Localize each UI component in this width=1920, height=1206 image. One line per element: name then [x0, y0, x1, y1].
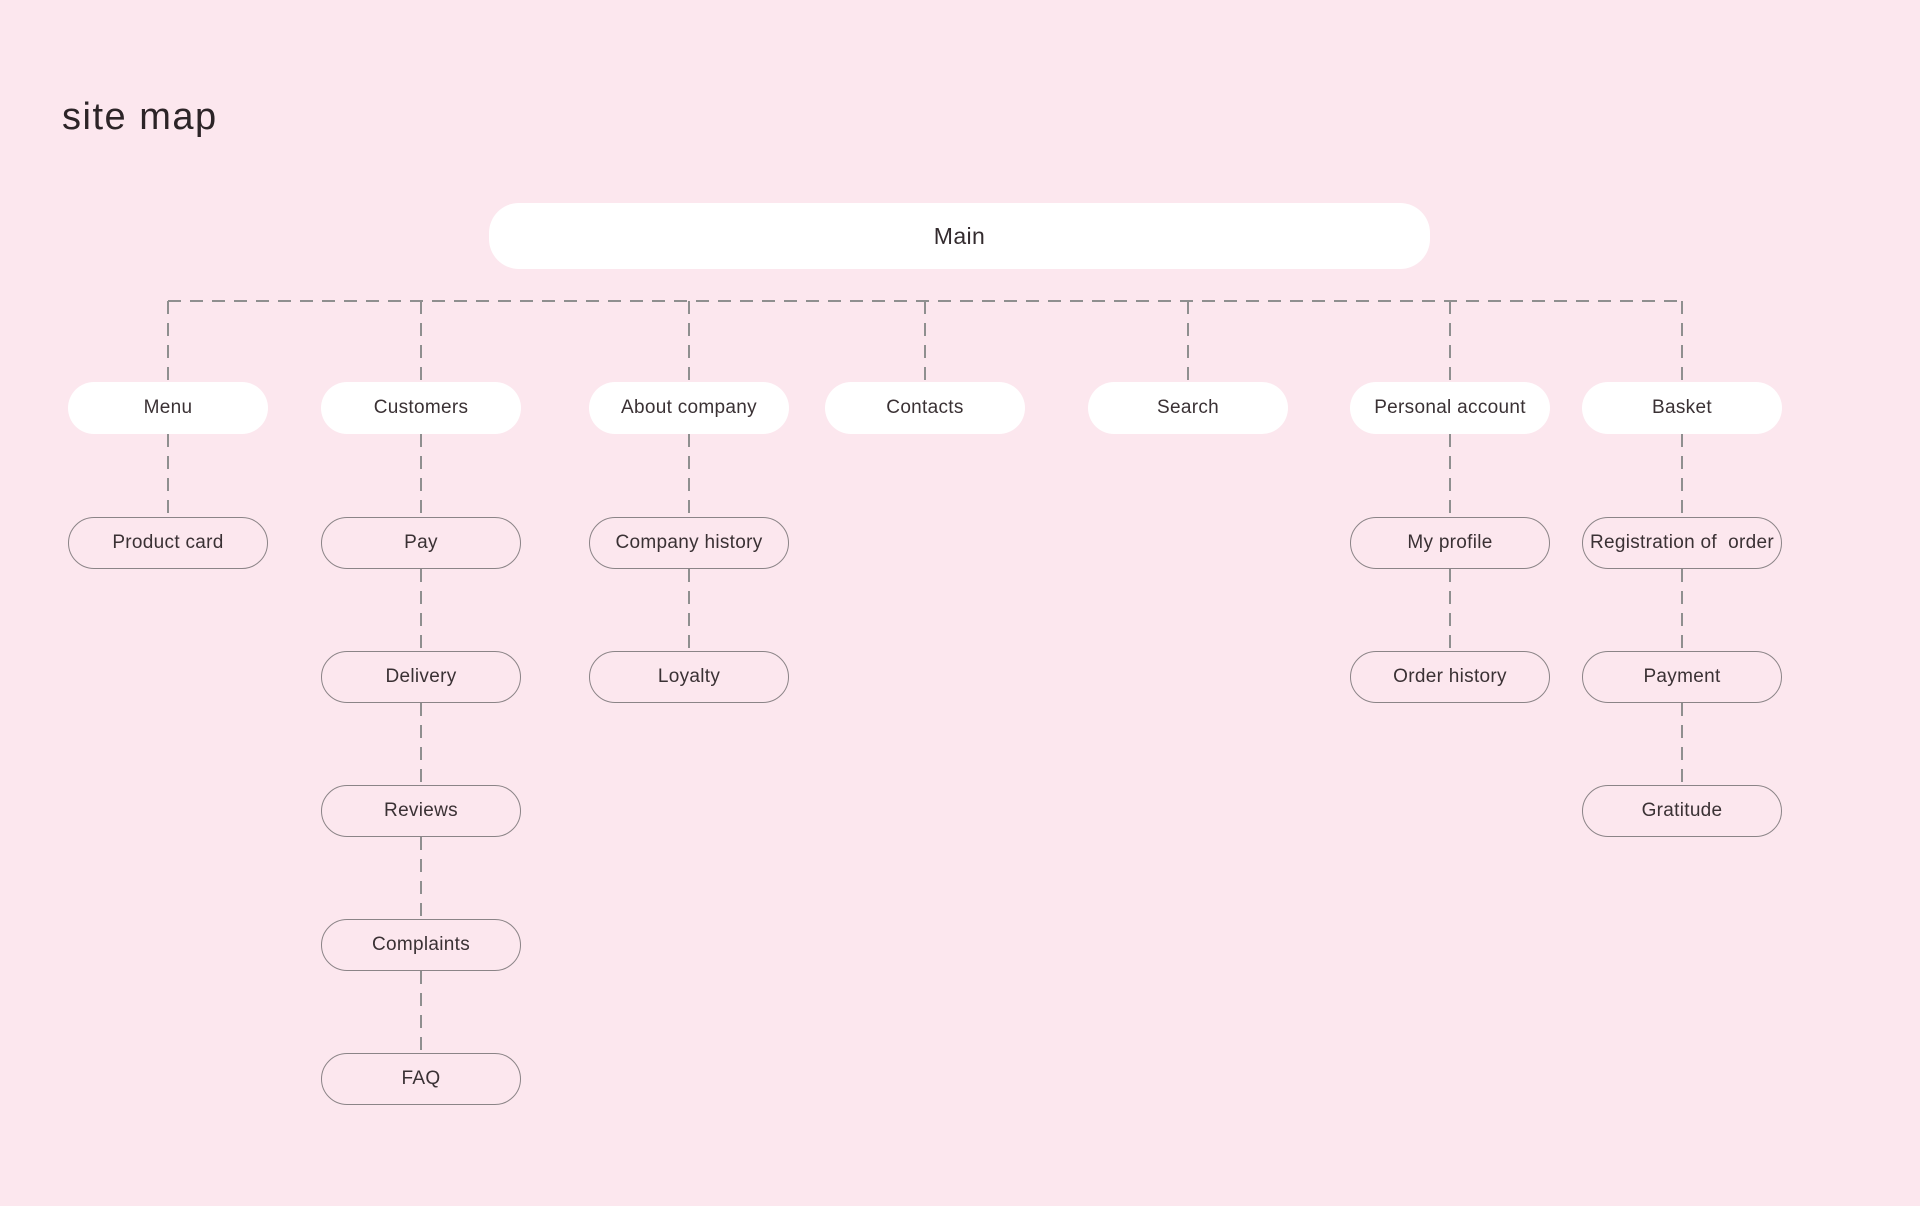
node-menu[interactable]: Menu: [68, 382, 268, 434]
node-loyalty[interactable]: Loyalty: [589, 651, 789, 703]
node-complaints[interactable]: Complaints: [321, 919, 521, 971]
node-about-company[interactable]: About company: [589, 382, 789, 434]
node-label: Search: [1156, 397, 1219, 418]
node-customers[interactable]: Customers: [321, 382, 521, 434]
node-label: Order history: [1393, 666, 1507, 687]
node-label: Complaints: [371, 934, 471, 955]
node-label: Customers: [373, 397, 469, 418]
node-my-profile[interactable]: My profile: [1350, 517, 1550, 569]
page-title: site map: [62, 96, 218, 138]
node-contacts[interactable]: Contacts: [825, 382, 1025, 434]
node-delivery[interactable]: Delivery: [321, 651, 521, 703]
node-label: FAQ: [401, 1068, 441, 1089]
node-payment[interactable]: Payment: [1582, 651, 1782, 703]
node-label: Basket: [1652, 397, 1712, 418]
node-label: About company: [621, 397, 757, 418]
node-basket[interactable]: Basket: [1582, 382, 1782, 434]
node-registration-of-order[interactable]: Registration of order: [1582, 517, 1782, 569]
node-label: Personal account: [1374, 397, 1526, 418]
node-product-card[interactable]: Product card: [68, 517, 268, 569]
node-company-history[interactable]: Company history: [589, 517, 789, 569]
node-label: Reviews: [384, 800, 458, 821]
node-label: Gratitude: [1641, 800, 1723, 821]
node-order-history[interactable]: Order history: [1350, 651, 1550, 703]
node-gratitude[interactable]: Gratitude: [1582, 785, 1782, 837]
node-label: Product card: [112, 532, 224, 553]
node-personal-account[interactable]: Personal account: [1350, 382, 1550, 434]
node-label: Company history: [615, 532, 763, 553]
node-label: Menu: [143, 397, 193, 418]
node-pay[interactable]: Pay: [321, 517, 521, 569]
node-label: Registration of order: [1589, 532, 1775, 553]
node-label: Pay: [404, 532, 438, 553]
node-label: Loyalty: [657, 666, 721, 687]
node-main[interactable]: Main: [489, 203, 1430, 269]
node-label: My profile: [1407, 532, 1493, 553]
node-label: Contacts: [886, 397, 964, 418]
node-label: Delivery: [385, 666, 457, 687]
node-label: Main: [933, 222, 986, 249]
node-search[interactable]: Search: [1088, 382, 1288, 434]
node-faq[interactable]: FAQ: [321, 1053, 521, 1105]
node-label: Payment: [1643, 666, 1721, 687]
node-reviews[interactable]: Reviews: [321, 785, 521, 837]
